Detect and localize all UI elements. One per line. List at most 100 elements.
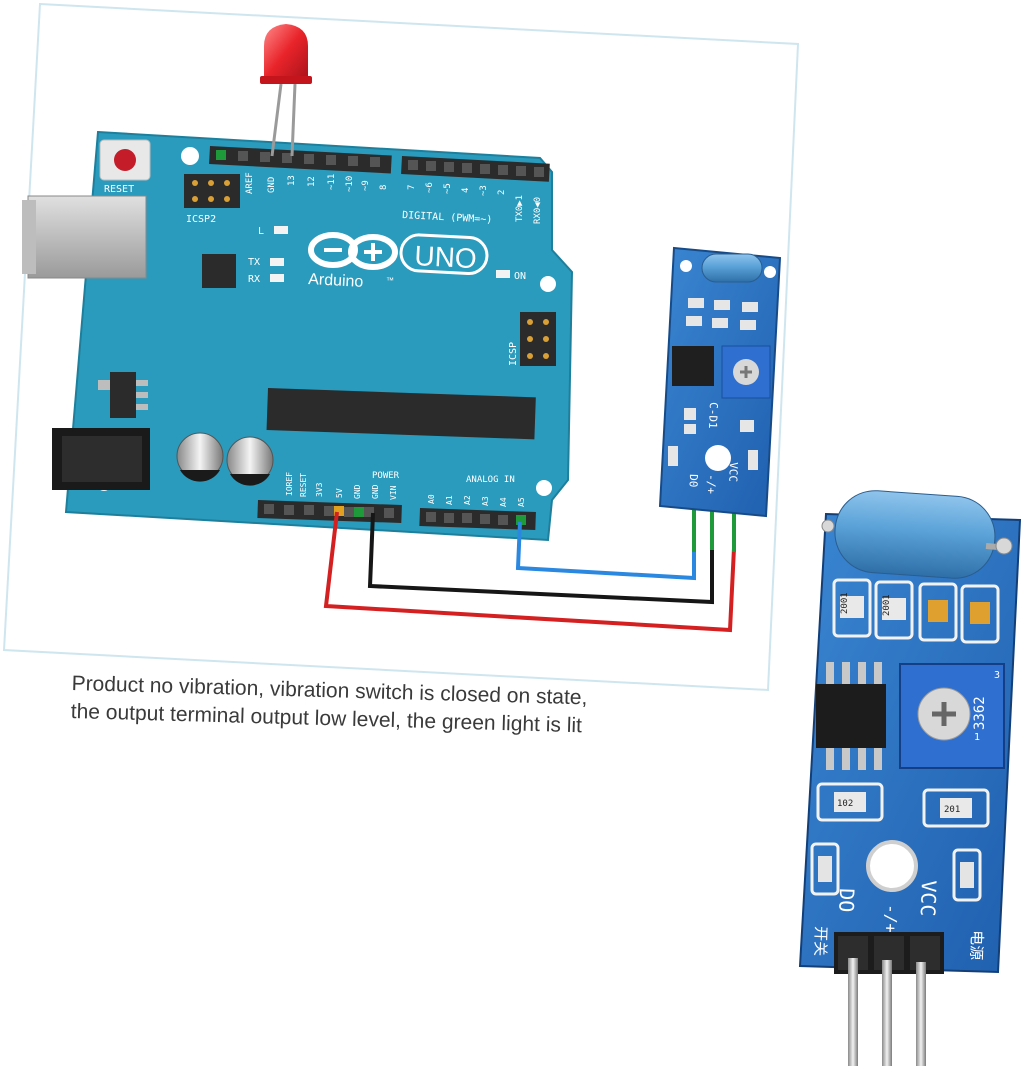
digital-header-right [401,156,550,182]
silk-label: C-D1 [706,402,720,429]
resistor [834,792,866,812]
chinese-label-power: 电源 [967,930,985,961]
pin-label: ~10 [345,176,355,192]
usb-connector-face [22,200,36,274]
capacitor [928,600,990,624]
pot-pin1-label: 1 [974,732,980,743]
chinese-label-switch: 开关 [811,926,829,957]
pin-label: ~9 [361,180,371,191]
vibration-switch-cylinder [701,253,763,283]
digital-label: DIGITAL (PWM=~) [402,210,493,226]
vibration-sensor-module-large: 2001 2001 3362 1 3 [798,490,1022,1066]
pin-label-d0: D0 [687,474,700,488]
potentiometer [721,345,771,399]
top-pin-labels-right: 7 ~6 ~5 4 ~3 2 TX0▶1 RX0◀0 [407,182,543,224]
arduino-logo [308,232,398,270]
resistor-label: 201 [944,805,960,815]
pin-label-gnd: -/+ [704,474,718,495]
icsp-header [520,312,556,366]
top-pin-labels-left: AREF GND 13 12 ~11 ~10 ~9 8 [245,172,389,194]
analog-pin-labels: A0 A1 A2 A3 A4 A5 [427,494,526,507]
pin-label: 8 [379,185,389,190]
capacitor [226,436,274,486]
pin-label: A2 [463,495,472,505]
pin-label: GND [371,484,380,499]
icsp2-label: ICSP2 [186,214,216,225]
led-rx [270,274,284,282]
mount-hole [764,266,776,278]
pin-marker-a5 [516,515,526,525]
comparator-chip [672,346,714,386]
resistor [840,596,906,620]
pin-label-gnd: -/+ [881,904,901,934]
led-l [274,226,288,234]
red-led [260,24,312,157]
pin-label: ~3 [479,185,489,196]
pin-label: ~5 [443,183,453,194]
pot-label: 3362 [972,696,988,730]
pin-label: A1 [445,495,454,505]
diagram-frame [2,2,800,692]
capacitor [176,432,224,482]
power-pin-labels: IOREF RESET 3V3 5V GND GND VIN [285,472,398,500]
resistor-label: 2001 [840,592,850,614]
led-rx-label: RX [248,274,260,285]
status-led [818,856,832,882]
led-tx-label: TX [248,257,260,268]
pin-label-vcc: VCC [726,462,740,482]
mount-hole [705,445,731,471]
usb-chip [202,254,236,288]
vibration-switch-cylinder [821,490,1013,579]
pin-marker-gnd [354,507,364,517]
pin-marker-gnd [216,150,226,160]
pin-label: A0 [427,494,436,504]
pin-header [834,932,944,1066]
pin-label: 3V3 [315,482,324,497]
pin-label: 12 [307,176,317,187]
icsp-label: ICSP [508,342,519,366]
mount-hole [181,147,199,165]
resistor-label: 102 [837,799,853,809]
pin-label: 7 [407,185,417,190]
microcontroller-chip [266,388,536,440]
led-on-label: ON [514,271,526,282]
pin-label: ~11 [327,174,337,190]
power-jack [52,428,150,490]
icsp2-header [184,174,240,208]
pin-marker-5v [334,506,344,516]
digital-header-left [209,146,392,174]
mount-hole [536,480,552,496]
pin-label: 5V [335,488,344,498]
led-l-label: L [258,226,264,237]
pin-label: GND [353,484,362,499]
pin-label: IOREF [285,472,294,496]
black-wire [367,512,714,605]
red-wire [323,511,736,633]
pin-label: TX0▶1 [515,195,525,222]
comparator-chip [816,662,886,770]
uno-badge [399,233,489,276]
arduino-logo-text: Arduino [308,271,364,291]
pin-label: A5 [517,497,526,507]
mount-hole [540,276,556,292]
pin-label: AREF [245,172,255,194]
led-tx [270,258,284,266]
voltage-regulator [98,372,148,418]
reset-button-cap [114,149,136,171]
resistor [940,798,972,818]
blue-wire [515,521,696,581]
pin-label: RESET [299,473,308,497]
pin-label-vcc: VCC [916,880,941,917]
pin-label: RX0◀0 [533,197,543,224]
status-led [960,862,974,888]
status-led [810,842,982,902]
pin-label: 4 [461,188,471,193]
potentiometer [899,663,1005,769]
uno-label: UNO [414,240,478,274]
pin-label: ~6 [425,182,435,193]
power-header-pins [264,504,394,518]
mount-hole [680,260,692,272]
usb-connector [27,195,147,279]
led-on [496,270,510,278]
